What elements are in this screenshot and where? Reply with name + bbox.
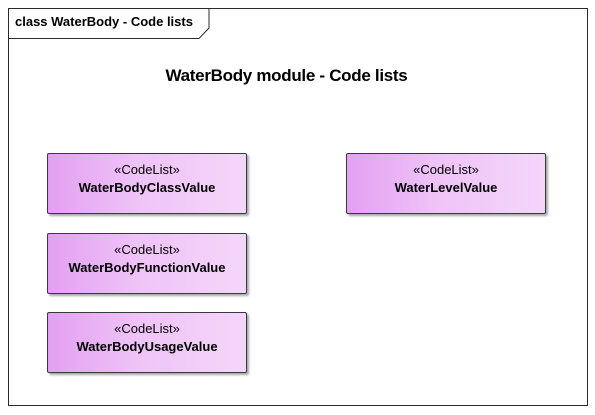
diagram-title: WaterBody module - Code lists [165, 66, 408, 85]
class-stereotype: «CodeList» [114, 242, 180, 257]
class-name: WaterBodyClassValue [78, 180, 216, 195]
class-box-waterbodyclassvalue[interactable]: «CodeList» WaterBodyClassValue [47, 153, 247, 214]
class-box-waterbodyusagevalue[interactable]: «CodeList» WaterBodyUsageValue [47, 312, 247, 373]
class-stereotype: «CodeList» [114, 321, 180, 336]
class-name: WaterBodyFunctionValue [68, 260, 226, 275]
diagram-frame: class WaterBody - Code lists WaterBody m… [8, 8, 588, 406]
frame-title-tab [9, 9, 210, 39]
class-name: WaterBodyUsageValue [76, 339, 218, 354]
class-name: WaterLevelValue [394, 180, 498, 195]
class-stereotype: «CodeList» [114, 162, 180, 177]
class-stereotype: «CodeList» [413, 162, 479, 177]
class-box-waterbodyfunctionvalue[interactable]: «CodeList» WaterBodyFunctionValue [47, 233, 247, 294]
class-box-waterlevelvalue[interactable]: «CodeList» WaterLevelValue [346, 153, 546, 214]
frame-title: class WaterBody - Code lists [15, 14, 193, 29]
